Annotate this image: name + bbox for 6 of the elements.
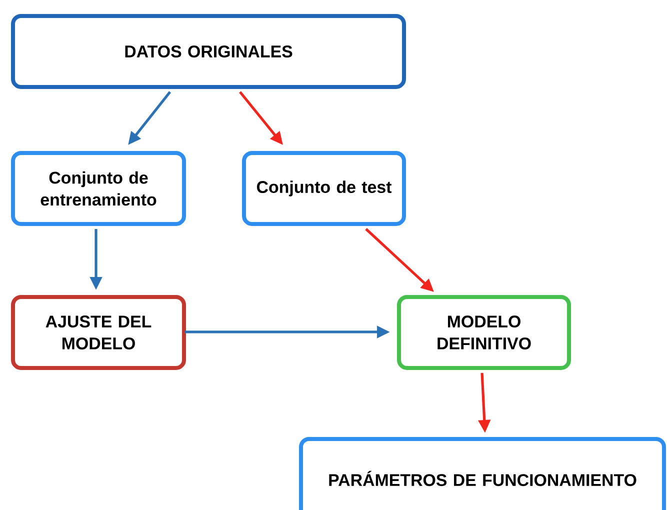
- process-box: PARÁMETROS DE FUNCIONAMIENTO: [299, 436, 666, 510]
- process-box: AJUSTE DEL MODELO: [11, 294, 186, 370]
- process-box: DATOS ORIGINALES: [11, 14, 406, 89]
- process-box: MODELO DEFINITIVO: [397, 294, 571, 370]
- process-box: Conjunto de test: [242, 150, 406, 226]
- process-box: Conjunto de entrenamiento: [11, 150, 186, 226]
